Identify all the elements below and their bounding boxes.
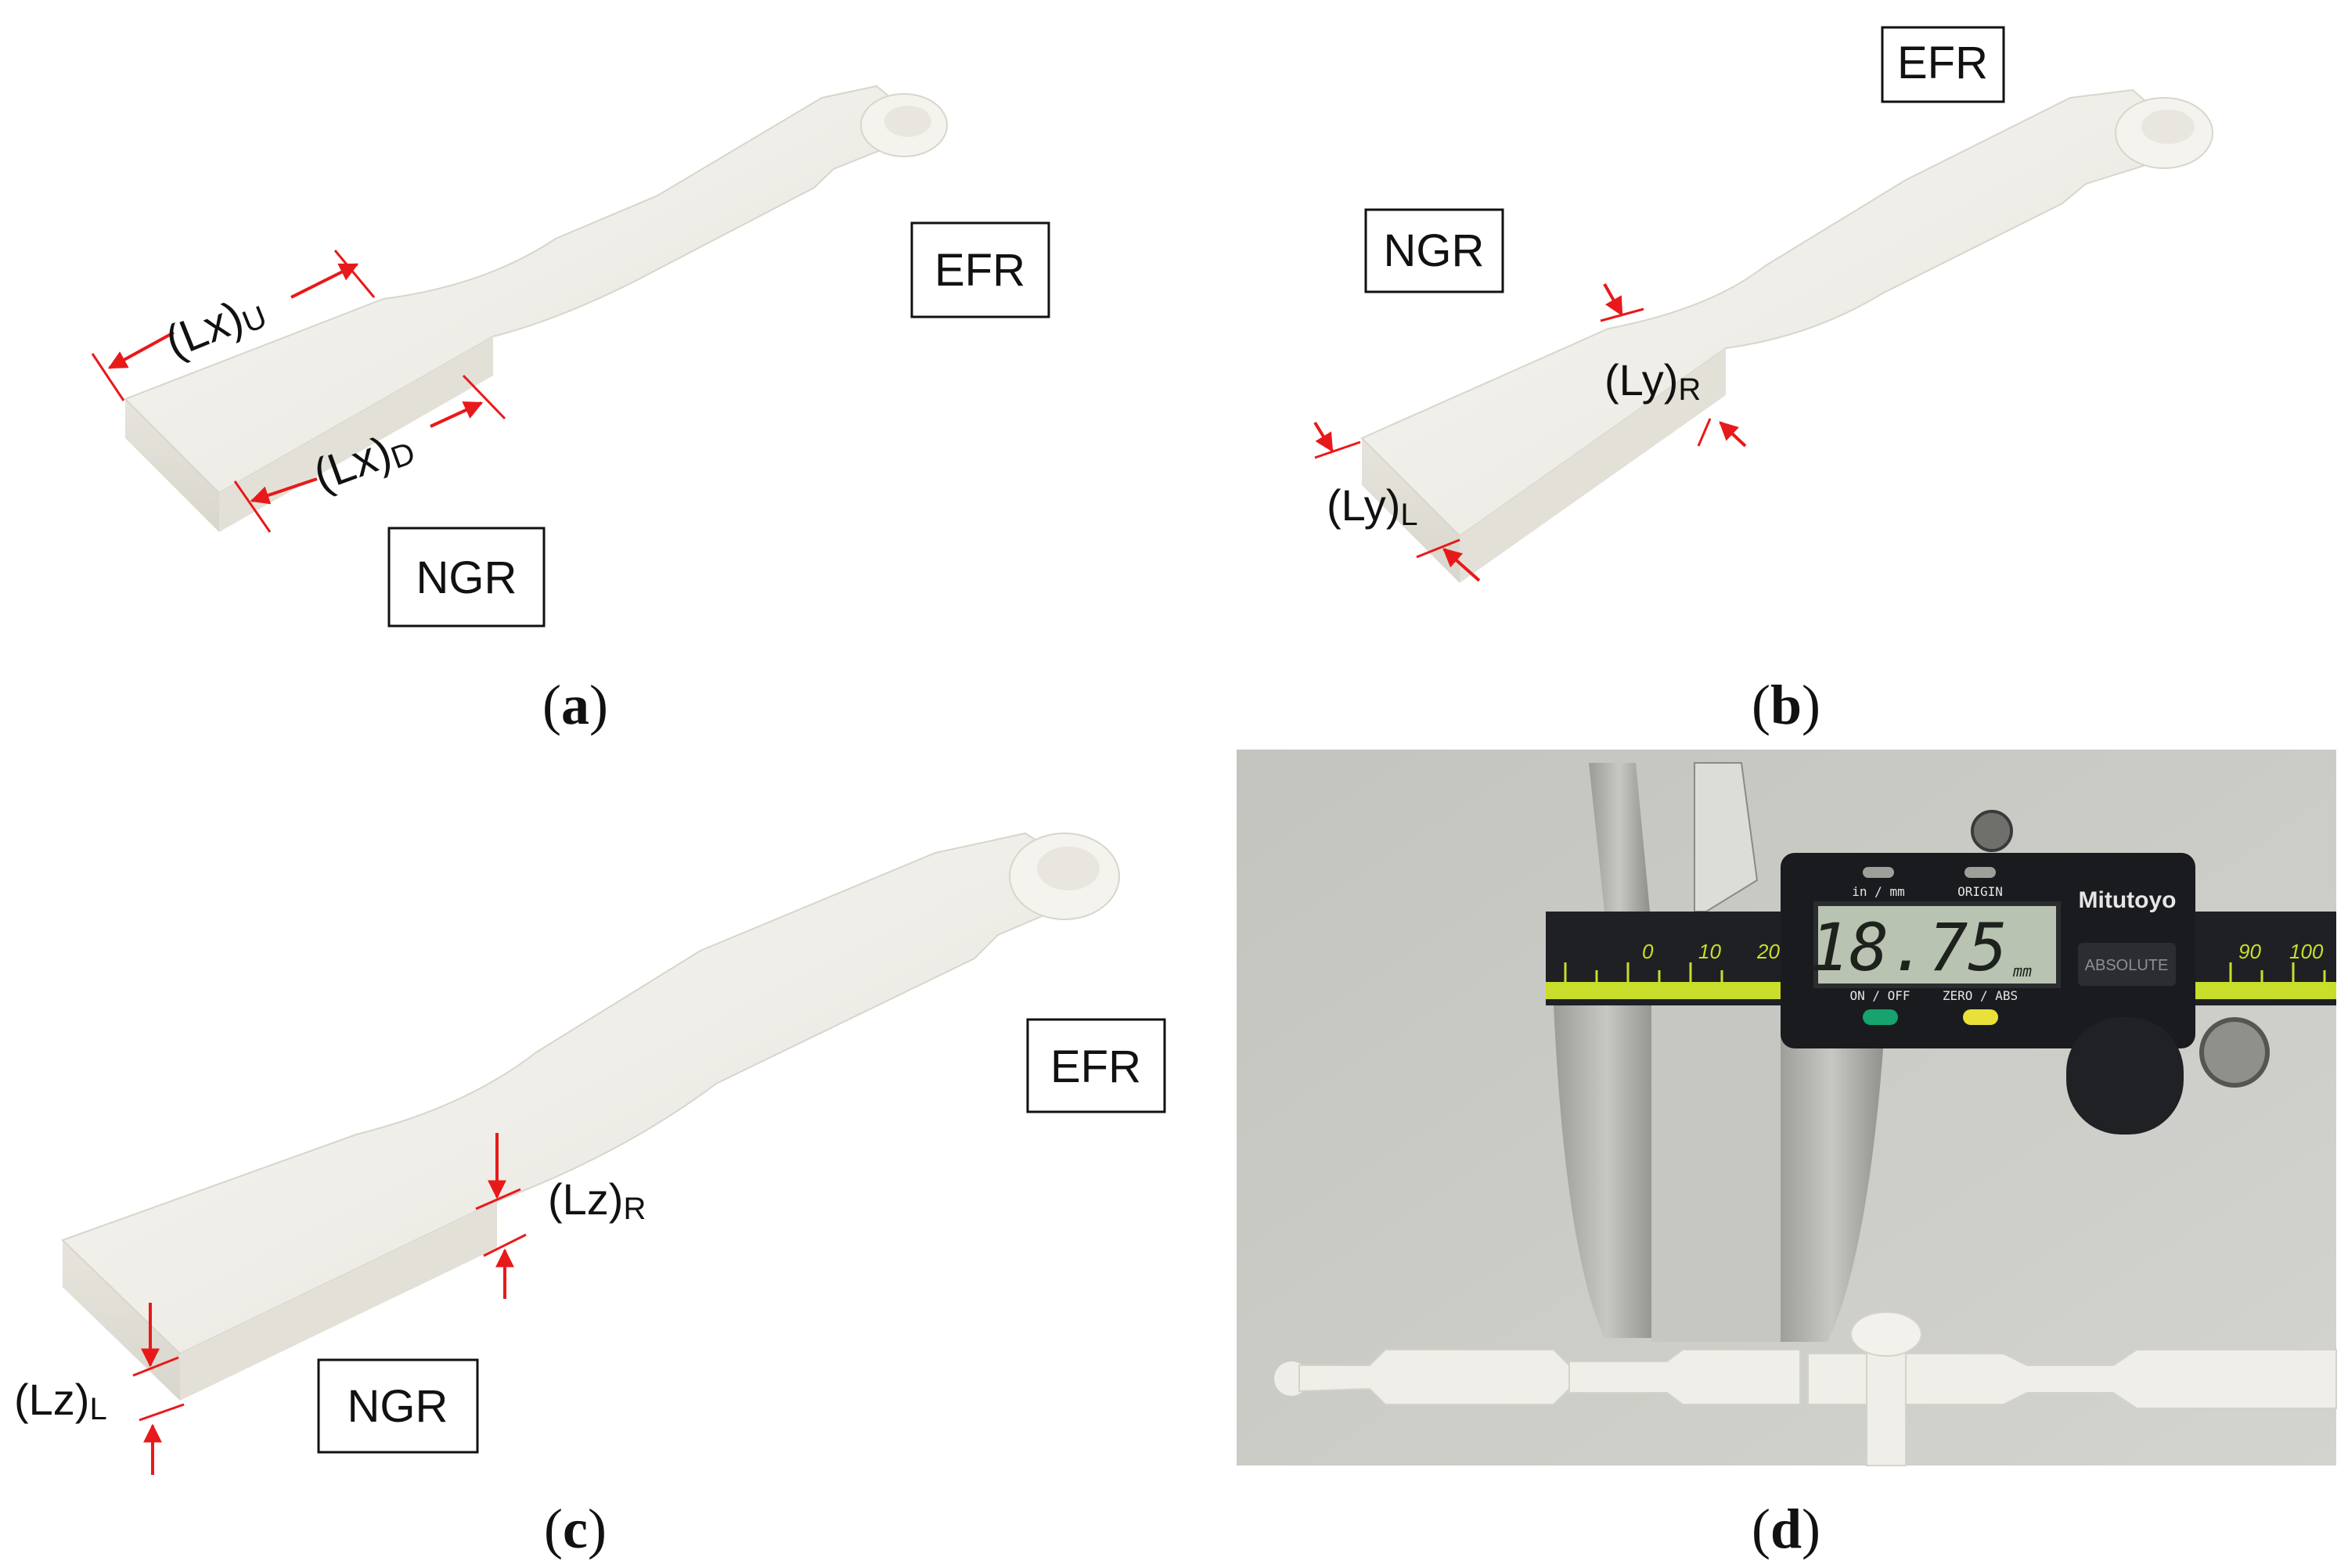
dim-b-right-label: (Ly)R [1604, 355, 1701, 407]
specimen-a-front [219, 336, 493, 532]
unit-toggle-button[interactable] [1863, 867, 1894, 878]
specimen-c-tab-hole [1037, 847, 1100, 890]
caption-b: (b) [1752, 674, 1820, 736]
zero-abs-button[interactable] [1963, 1009, 1998, 1025]
region-box-a-ngr: NGR [387, 527, 546, 628]
scale-tick-20: 20 [1756, 940, 1780, 963]
dim-c-right-ext-bottom [483, 1233, 527, 1257]
absolute-label: ABSOLUTE [2085, 957, 2169, 974]
dim-a-lower-arrow-right [430, 401, 484, 428]
svg-text:EFR: EFR [1050, 1041, 1141, 1092]
panel-b: (Ly)R (Ly)L EFR NGR (b) [1313, 26, 2213, 736]
origin-button[interactable] [1964, 867, 1996, 878]
specimen-c-front [180, 1201, 497, 1401]
dim-b-right-arrow-bottom [1719, 421, 1747, 448]
dim-c-left-ext-bottom [139, 1403, 185, 1422]
specimen-b-top [1360, 88, 2166, 538]
dim-b-left-ext [1314, 441, 1361, 459]
zero-abs-label: ZERO / ABS [1943, 988, 2018, 1003]
photo-specimen-right [1807, 1311, 2337, 1466]
region-box-c-ngr: NGR [317, 1358, 479, 1454]
region-box-c-efr: EFR [1026, 1018, 1166, 1113]
caliper-lock-screw [1971, 810, 2013, 852]
dim-a-upper-arrow-left [107, 331, 175, 369]
dim-c-right-label: (Lz)R [548, 1174, 646, 1226]
dim-b-left-arrow-top [1313, 421, 1334, 453]
unit-toggle-label: in / mm [1852, 884, 1904, 899]
svg-text:NGR: NGR [348, 1381, 448, 1432]
panel-a: (Lx)U (Lx)D EFR NGR (a) [91, 85, 1050, 736]
caliper-thumb-roller [2066, 1017, 2184, 1135]
absolute-plate [2078, 943, 2176, 986]
caliper-lower-jaw-slide [1777, 1005, 1886, 1342]
specimen-b-tab-hole [2141, 110, 2195, 144]
dim-b-left-label: (Ly)L [1327, 480, 1418, 532]
specimen-b-side [1362, 438, 1460, 583]
region-box-b-ngr: NGR [1364, 208, 1504, 293]
lcd-reading: 18.75 [1810, 909, 2008, 986]
specimen-b [1360, 88, 2213, 583]
specimen-a-side [125, 399, 219, 532]
caliper-lower-jaw-fixed [1554, 1005, 1659, 1338]
on-off-label: ON / OFF [1849, 988, 1910, 1003]
scale-tick-100: 100 [2289, 940, 2324, 963]
caliper-scale-ticks [1564, 962, 2326, 982]
dim-c-right-ext-top [475, 1188, 521, 1210]
lcd-unit: mm [2012, 962, 2032, 980]
caliper-upper-jaw-fixed [1589, 763, 1650, 912]
caption-d: (d) [1752, 1498, 1820, 1560]
caliper-depth-slot [1651, 1005, 1781, 1342]
dim-a-upper-ext-left [91, 353, 125, 401]
svg-text:NGR: NGR [416, 552, 517, 603]
dim-a-upper-arrow-right [290, 263, 359, 299]
scale-tick-10: 10 [1698, 940, 1721, 963]
caliper-upper-jaw-slide [1694, 762, 1759, 912]
specimen-c [61, 832, 1120, 1401]
specimen-a-tab-hole [884, 106, 931, 137]
dim-b-right-arrow-top [1603, 283, 1623, 317]
photo-specimen-left [1274, 1349, 1801, 1405]
svg-text:EFR: EFR [1897, 38, 1988, 88]
on-off-button[interactable] [1863, 1009, 1898, 1025]
caption-a: (a) [542, 674, 608, 736]
dim-b-right-ext [1600, 307, 1644, 322]
specimen-a [124, 85, 948, 532]
scale-tick-0: 0 [1642, 940, 1654, 963]
dim-b-left-arrow-bottom [1442, 548, 1481, 582]
dim-b-right-ext2 [1697, 418, 1712, 447]
dim-a-lower-ext-left [233, 480, 272, 533]
dim-c-left-ext-top [132, 1356, 179, 1377]
dim-c-left-label: (Lz)L [14, 1375, 107, 1426]
panel-d: 0 10 20 90 100 in / mm ORIGIN Mitutoyo 1… [1237, 750, 2337, 1560]
origin-label: ORIGIN [1957, 884, 2003, 899]
region-box-b-efr: EFR [1881, 26, 2005, 103]
specimen-b-front [1460, 348, 1726, 583]
svg-text:EFR: EFR [935, 245, 1025, 296]
scale-tick-90: 90 [2238, 940, 2261, 963]
svg-text:NGR: NGR [1384, 225, 1485, 276]
dim-a-lower-ext-right [462, 374, 506, 420]
dim-a-lower-arrow-left [250, 477, 318, 505]
brand-logo: Mitutoyo [2079, 887, 2177, 913]
region-box-a-efr: EFR [910, 221, 1050, 318]
lcd-screen [1813, 901, 2061, 988]
specimen-a-top [124, 85, 902, 494]
specimen-c-top [61, 832, 1070, 1355]
caliper-thumb-wheel [2199, 1017, 2270, 1088]
panel-c: (Lz)R (Lz)L EFR NGR (c) [14, 832, 1166, 1560]
caption-c: (c) [544, 1498, 607, 1560]
dim-b-left-ext2 [1416, 538, 1460, 559]
